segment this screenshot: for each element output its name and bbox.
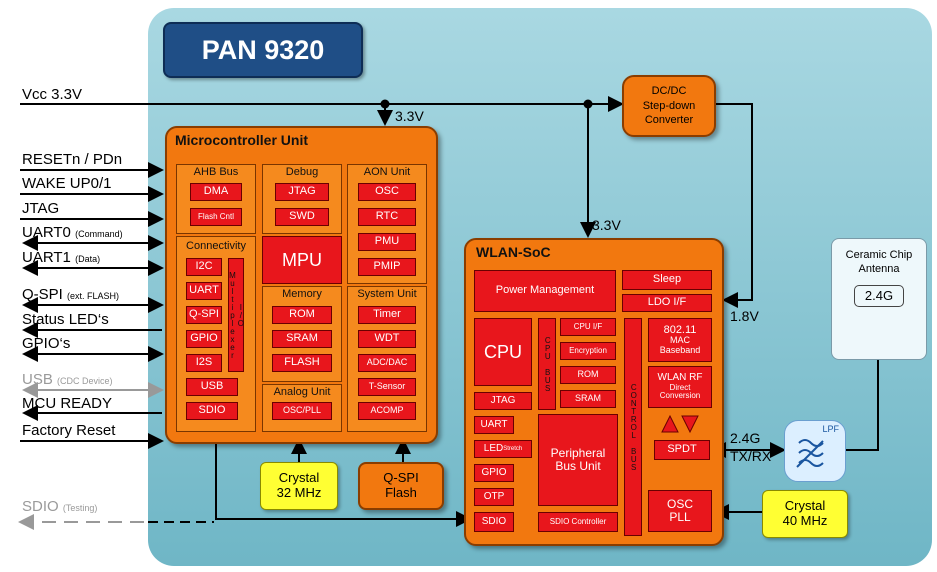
mcu-voltage-label: 3.3V [395, 108, 424, 124]
wlan-gpio-block: GPIO [474, 464, 514, 482]
adc-dac-block: ADC/DAC [358, 354, 416, 372]
flash-block: FLASH [272, 354, 332, 372]
encryption-block: Encryption [560, 342, 616, 360]
usb-block: USB [186, 378, 238, 396]
sdio-block: SDIO [186, 402, 238, 420]
status-led-label: Status LED‘s [22, 311, 109, 328]
wdt-block: WDT [358, 330, 416, 348]
swd-block: SWD [275, 208, 329, 226]
io-multiplexer: I/O Multiplexer [228, 258, 245, 372]
gpio-label: GPIO‘s [22, 335, 71, 352]
cpu-if-block: CPU I/F [560, 318, 616, 336]
debug-header: Debug [285, 166, 319, 178]
i2s-block: I2S [186, 354, 222, 372]
module-title: PAN 9320 [163, 22, 363, 78]
wakeup-label: WAKE UP0/1 [22, 175, 112, 192]
pmip-block: PMIP [358, 258, 416, 276]
reset-label: RESETn / PDn [22, 151, 123, 168]
power-management-block: Power Management [474, 270, 616, 312]
vcc-label: Vcc 3.3V [22, 86, 83, 103]
antenna-band: 2.4G [854, 284, 904, 307]
uart1-label: UART1 (Data) [22, 249, 101, 266]
rom-block: ROM [272, 306, 332, 324]
otp-block: OTP [474, 488, 514, 506]
filter-wave-icon [796, 439, 824, 468]
wlan-sram-block: SRAM [560, 390, 616, 408]
sdio-controller-block: SDIO Controller [538, 512, 618, 532]
sleep-block: Sleep [622, 270, 712, 290]
qspi-label: Q-SPI (ext. FLASH) [22, 286, 120, 303]
wlan-title: WLAN-SoC [476, 244, 551, 260]
osc-pll-block: OSC/PLL [272, 402, 332, 420]
memory-header: Memory [282, 288, 322, 300]
sdio-testing-label: SDIO (Testing) [22, 498, 98, 515]
ldo-voltage-label: 1.8V [730, 308, 759, 324]
mpu-block: MPU [262, 236, 342, 284]
qspi-block: Q-SPI [186, 306, 222, 324]
t-sensor-block: T-Sensor [358, 378, 416, 396]
lpf-filter: LPF [784, 420, 846, 482]
factory-reset-label: Factory Reset [22, 422, 116, 439]
aon-osc-block: OSC [358, 183, 416, 201]
wlan-uart-block: UART [474, 416, 514, 434]
i2c-block: I2C [186, 258, 222, 276]
control-bus: CONTROL BUS [624, 318, 642, 536]
gpio-block: GPIO [186, 330, 222, 348]
wlan-rom-block: ROM [560, 366, 616, 384]
uart0-label: UART0 (Command) [22, 224, 123, 241]
sram-block: SRAM [272, 330, 332, 348]
wlan-jtag-block: JTAG [474, 392, 532, 410]
system-header: System Unit [357, 288, 417, 300]
analog-header: Analog Unit [273, 386, 331, 398]
ldo-if-block: LDO I/F [622, 294, 712, 312]
wlan-cpu-block: CPU [474, 318, 532, 386]
debug-jtag-block: JTAG [275, 183, 329, 201]
usb-label: USB (CDC Device) [22, 371, 113, 388]
pmu-block: PMU [358, 233, 416, 251]
rf-amplifier-icons [661, 414, 699, 434]
mcu-title: Microcontroller Unit [175, 132, 309, 148]
connectivity-header: Connectivity [186, 240, 246, 252]
ahb-header: AHB Bus [193, 166, 239, 178]
aon-header: AON Unit [363, 166, 411, 178]
lpf-label: LPF [822, 424, 839, 434]
wlan-sdio-block: SDIO [474, 512, 514, 532]
wlan-voltage-label: 3.3V [592, 217, 621, 233]
mcu-ready-label: MCU READY [22, 395, 113, 412]
dma-block: DMA [190, 183, 242, 201]
uart-block: UART [186, 282, 222, 300]
jtag-label: JTAG [22, 200, 60, 217]
spdt-block: SPDT [654, 440, 710, 460]
timer-block: Timer [358, 306, 416, 324]
cpu-bus: CPU BUS [538, 318, 556, 410]
acomp-block: ACOMP [358, 402, 416, 420]
rtc-block: RTC [358, 208, 416, 226]
flash-cntl-block: Flash Cntl [190, 208, 242, 226]
